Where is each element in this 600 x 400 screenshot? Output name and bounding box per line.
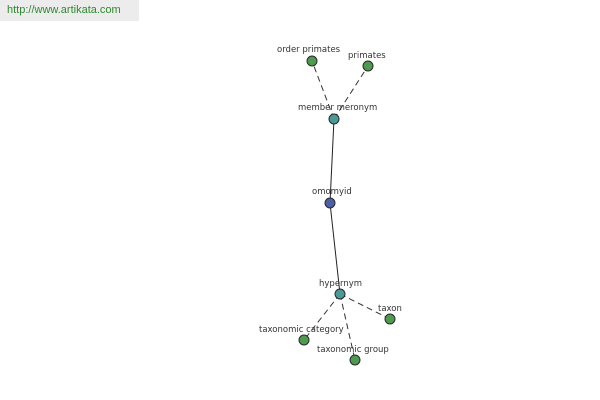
node-taxonomic-category[interactable]: taxonomic category	[259, 325, 344, 346]
node-label: taxonomic category	[259, 325, 344, 335]
node-label: omomyid	[312, 187, 352, 197]
edge-member-meronym-to-primates	[333, 65, 369, 120]
graph-edges	[303, 60, 391, 361]
edge-member-meronym-to-order-primates	[311, 60, 335, 120]
source-url-banner[interactable]: http://www.artikata.com	[0, 0, 139, 21]
node-taxon[interactable]: taxon	[378, 304, 402, 325]
edge-center-to-hypernym	[329, 202, 341, 295]
node-circle[interactable]	[384, 313, 396, 325]
node-label: taxonomic group	[317, 345, 389, 355]
node-primates[interactable]: primates	[348, 51, 386, 72]
node-label: order primates	[277, 45, 341, 55]
node-taxonomic-group[interactable]: taxonomic group	[317, 345, 389, 366]
node-center-omomyid[interactable]: omomyid	[312, 187, 352, 209]
node-circle[interactable]	[306, 55, 318, 67]
node-label: primates	[348, 51, 386, 61]
edge-hypernym-to-taxonomic-group	[339, 293, 356, 361]
node-member-meronym[interactable]: member meronym	[298, 103, 377, 125]
node-label: hypernym	[319, 279, 362, 289]
node-circle[interactable]	[362, 60, 374, 72]
node-circle[interactable]	[334, 288, 346, 300]
node-order-primates[interactable]: order primates	[277, 45, 341, 67]
node-circle[interactable]	[328, 113, 340, 125]
node-label: member meronym	[298, 103, 377, 113]
node-label: taxon	[378, 304, 402, 314]
node-circle[interactable]	[349, 354, 361, 366]
node-circle[interactable]	[298, 334, 310, 346]
node-hypernym[interactable]: hypernym	[319, 279, 362, 300]
edge-center-to-member-meronym	[329, 118, 335, 204]
node-circle[interactable]	[324, 197, 336, 209]
